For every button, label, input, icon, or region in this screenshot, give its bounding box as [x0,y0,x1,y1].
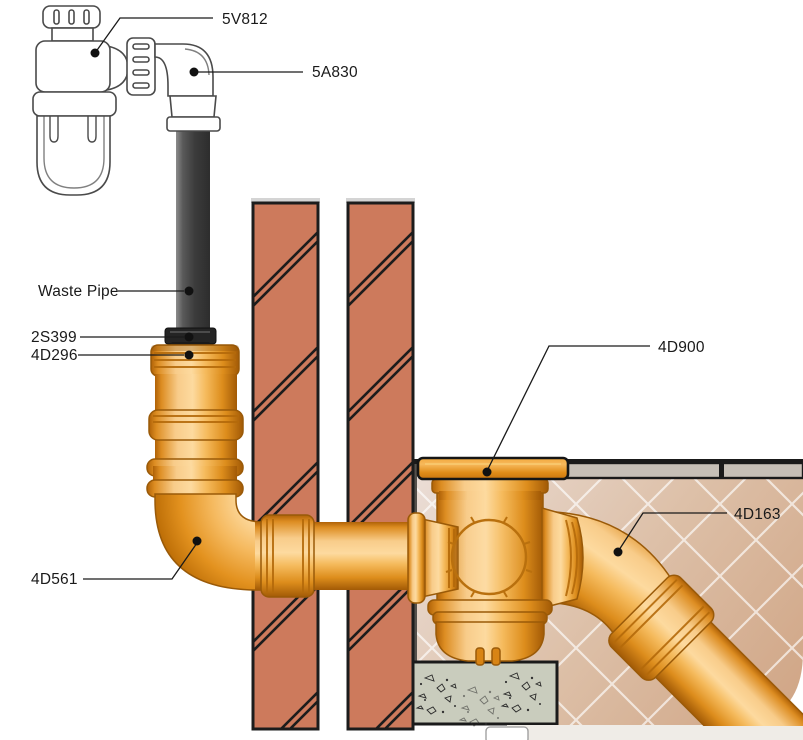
label-4d900: 4D900 [658,339,705,356]
part-labels: 5V812 5A830 Waste Pipe 2S399 4D296 4D900… [31,11,781,588]
vertical-coupling [148,409,244,441]
brick-wall-left [251,198,320,731]
page-bottom-tab [485,726,529,740]
gully-4d900 [407,456,584,666]
label-4d561: 4D561 [31,571,78,588]
bottle-trap [32,5,129,196]
concrete-base [406,660,559,727]
label-waste-pipe: Waste Pipe [38,283,119,300]
label-4d163: 4D163 [734,506,781,523]
label-5a830: 5A830 [312,64,358,81]
horizontal-coupling [260,514,315,598]
pipe-socket-4d296 [150,344,240,377]
label-5v812: 5V812 [222,11,268,28]
pavement-joint [719,462,724,479]
page-bottom-strip [507,725,803,740]
trap-elbow-fitting [126,37,221,132]
gully-access-cap [445,516,533,598]
bend-4d561 [146,458,263,591]
branch-4d163 [608,574,803,726]
label-4d296: 4D296 [31,347,78,364]
gully-right-socket [541,507,584,609]
label-2s399: 2S399 [31,329,77,346]
gully-left-socket [407,512,459,604]
leader-lines [78,17,727,580]
brick-wall-right [346,198,415,731]
waste-pipe [176,126,210,332]
gully-flange [416,456,570,481]
